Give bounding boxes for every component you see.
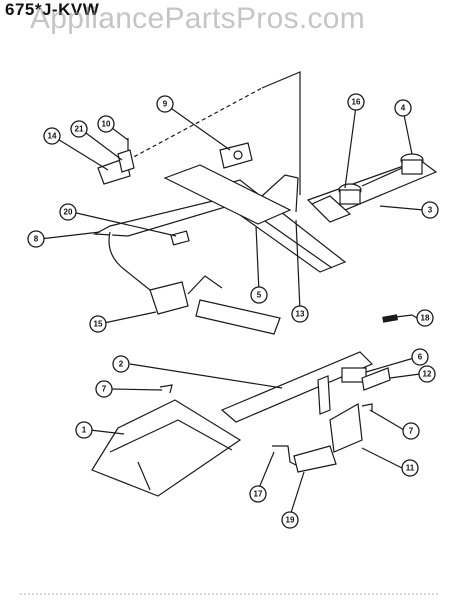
callout-15[interactable]: 15 xyxy=(89,315,107,333)
callout-2[interactable]: 2 xyxy=(112,355,130,373)
burner-connector xyxy=(361,167,403,187)
screw-18-shaft xyxy=(395,314,413,318)
callout-label: 15 xyxy=(94,320,103,329)
screw-18-head xyxy=(382,314,398,323)
callout-label: 9 xyxy=(163,100,168,109)
thermostat-wire xyxy=(187,275,223,295)
callout-label: 5 xyxy=(257,291,262,300)
valve-knob-top xyxy=(233,150,243,160)
upper-bracket xyxy=(163,164,292,225)
valve-20 xyxy=(170,230,190,246)
callout-10[interactable]: 10 xyxy=(97,115,115,133)
assembly-guide-line xyxy=(127,87,263,161)
callout-label: 4 xyxy=(401,104,406,113)
callout-1[interactable]: 1 xyxy=(75,421,93,439)
burner-head-right xyxy=(401,159,423,175)
callout-label: 7 xyxy=(409,427,414,436)
bracket-leg xyxy=(317,375,331,415)
callout-label: 1 xyxy=(82,426,87,435)
side-bracket xyxy=(329,403,363,453)
callout-label: 6 xyxy=(418,353,423,362)
callout-7-lower[interactable]: 7 xyxy=(402,422,420,440)
callout-label: 3 xyxy=(428,206,433,215)
callout-17[interactable]: 17 xyxy=(249,485,267,503)
callout-13[interactable]: 13 xyxy=(291,305,309,323)
bottom-pan xyxy=(91,399,242,497)
ignitor-clip xyxy=(117,149,135,173)
callout-label: 12 xyxy=(423,370,432,379)
mounting-bracket xyxy=(220,351,374,423)
callout-19[interactable]: 19 xyxy=(281,511,299,529)
callout-label: 13 xyxy=(296,310,305,319)
callout-3[interactable]: 3 xyxy=(421,201,439,219)
model-code: 675*J-KVW xyxy=(5,0,100,19)
igniter-lead xyxy=(272,445,299,467)
callout-label: 7 xyxy=(102,385,107,394)
callout-label: 16 xyxy=(352,98,361,107)
callout-label: 21 xyxy=(75,125,84,134)
callout-label: 10 xyxy=(102,120,111,129)
callout-label: 8 xyxy=(34,235,39,244)
callout-12[interactable]: 12 xyxy=(418,365,436,383)
callout-label: 20 xyxy=(64,208,73,217)
callout-label: 11 xyxy=(406,464,415,473)
callout-label: 2 xyxy=(119,360,124,369)
bottom-pan-rib xyxy=(137,461,151,491)
callout-18[interactable]: 18 xyxy=(416,309,434,327)
bottom-pan-fold xyxy=(109,419,233,453)
callout-label: 17 xyxy=(254,490,263,499)
callout-11[interactable]: 11 xyxy=(401,459,419,477)
manifold-elbow xyxy=(108,231,151,291)
callout-5[interactable]: 5 xyxy=(250,286,268,304)
callout-9-top[interactable]: 9 xyxy=(156,95,174,113)
callout-label: 14 xyxy=(48,132,57,141)
assembly-guide-line-2 xyxy=(261,71,301,195)
switch-6 xyxy=(341,367,367,383)
callout-label: 19 xyxy=(286,516,295,525)
thermostat-body xyxy=(149,281,189,315)
callout-16[interactable]: 16 xyxy=(347,93,365,111)
thermostat-bar xyxy=(195,299,281,335)
spring-clip-upper xyxy=(159,384,173,394)
spring-clip-lower xyxy=(361,403,373,412)
callout-4[interactable]: 4 xyxy=(394,99,412,117)
watermark-text: AppliancePartsPros.com xyxy=(30,2,366,35)
callout-7-upper[interactable]: 7 xyxy=(95,380,113,398)
clip-12 xyxy=(361,367,391,391)
gas-tube-riser xyxy=(261,174,299,213)
broil-burner-end xyxy=(310,195,352,223)
igniter-19 xyxy=(293,445,337,473)
callout-21[interactable]: 21 xyxy=(70,120,88,138)
burner-head-left xyxy=(339,189,361,205)
callout-20[interactable]: 20 xyxy=(59,203,77,221)
callout-14[interactable]: 14 xyxy=(43,127,61,145)
callout-8[interactable]: 8 xyxy=(27,230,45,248)
callout-label: 18 xyxy=(421,314,430,323)
callout-6[interactable]: 6 xyxy=(411,348,429,366)
